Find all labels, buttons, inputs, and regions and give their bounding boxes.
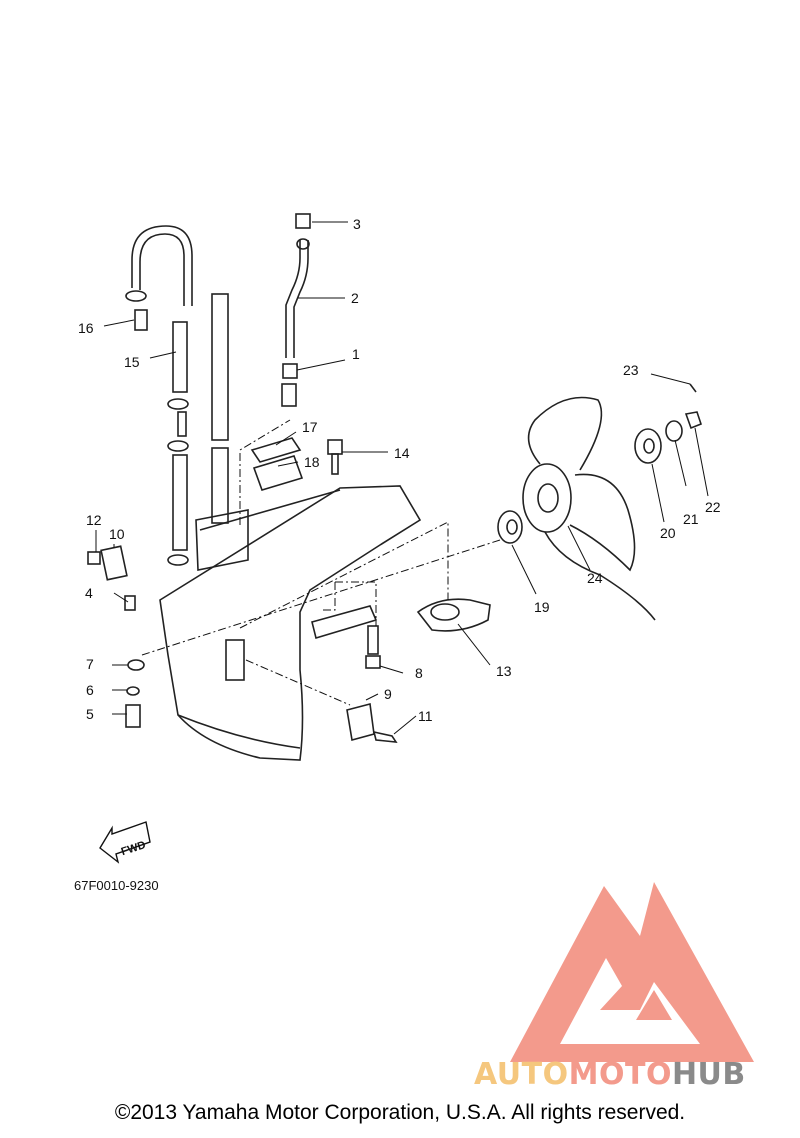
callout-22: 22 <box>705 499 721 515</box>
cover-9 <box>346 702 375 742</box>
clamp <box>167 554 189 566</box>
callout-17: 17 <box>302 419 318 435</box>
drive-shaft-lower <box>211 447 229 524</box>
spacer-20 <box>634 428 662 464</box>
callout-23: 23 <box>623 362 639 378</box>
callout-1: 1 <box>352 346 360 362</box>
callout-18: 18 <box>304 454 320 470</box>
alignment-lines <box>141 419 501 706</box>
watermark-moto: MOTO <box>568 1057 672 1092</box>
housing-top-edge <box>199 489 341 531</box>
part-17 <box>250 437 302 463</box>
bolt-8-head <box>365 655 381 669</box>
grommet-1 <box>282 363 298 379</box>
screw-11 <box>372 730 398 743</box>
part-18 <box>252 455 304 491</box>
callout-9: 9 <box>384 686 392 702</box>
propeller-blade <box>569 473 636 572</box>
watermark-hub: HUB <box>671 1057 746 1092</box>
callout-10: 10 <box>109 526 125 542</box>
rubber-seal <box>281 383 297 407</box>
fwd-arrow-icon: FWD <box>99 821 151 864</box>
callout-3: 3 <box>353 216 361 232</box>
propeller-bore <box>537 483 559 513</box>
housing-mount <box>195 509 249 571</box>
nut-22 <box>684 411 702 430</box>
propeller-blade <box>544 531 656 621</box>
callout-15: 15 <box>124 354 140 370</box>
clamp <box>125 290 147 302</box>
callout-14: 14 <box>394 445 410 461</box>
copyright-notice: ©2013 Yamaha Motor Corporation, U.S.A. A… <box>114 1101 686 1124</box>
pipe-2 <box>285 240 301 358</box>
callout-11: 11 <box>418 708 433 724</box>
washer-7 <box>127 659 145 671</box>
thrust-washer-19 <box>497 510 523 544</box>
water-tube-bend-outer <box>131 225 193 306</box>
spacer-hole <box>643 438 655 454</box>
automotohub-logo-icon <box>510 882 754 1062</box>
part-10 <box>100 545 128 581</box>
callout-labels: 1 2 3 4 5 6 7 8 9 10 11 12 13 14 15 16 1… <box>78 216 721 724</box>
spring <box>177 411 187 437</box>
watermark-text: AUTOMOTOHUB <box>474 1057 746 1092</box>
callout-2: 2 <box>351 290 359 306</box>
washer-21 <box>665 420 683 442</box>
pipe-2-side <box>293 240 309 358</box>
skeg <box>177 714 301 749</box>
water-tube-bend <box>139 233 185 306</box>
grommet-16 <box>134 309 148 331</box>
clamp <box>167 440 189 452</box>
water-inlet <box>225 639 245 681</box>
washer-hole <box>506 519 518 535</box>
callout-12: 12 <box>86 512 102 528</box>
callout-6: 6 <box>86 682 94 698</box>
water-tube-lower <box>172 454 188 551</box>
anode-13 <box>416 598 491 632</box>
drive-shaft <box>211 293 229 441</box>
watermark-auto: AUTO <box>474 1057 569 1092</box>
callout-5: 5 <box>86 706 94 722</box>
propeller-blade <box>527 396 603 471</box>
bolt-14-head <box>327 439 343 455</box>
callout-21: 21 <box>683 511 699 527</box>
callout-20: 20 <box>660 525 676 541</box>
clamp <box>167 398 189 410</box>
water-tube-15 <box>172 321 188 393</box>
bolt-14-shank <box>331 453 339 475</box>
callout-24: 24 <box>587 570 603 586</box>
propeller-shaft <box>311 605 378 640</box>
callout-7: 7 <box>86 656 94 672</box>
washer-6 <box>126 686 140 696</box>
bolt-8-shank <box>367 625 379 655</box>
callout-16: 16 <box>78 320 94 336</box>
part-code: 67F0010-9230 <box>74 878 159 893</box>
pipe-tip <box>296 238 310 250</box>
callout-4: 4 <box>85 585 93 601</box>
bolt-5 <box>125 704 141 728</box>
dowel-pin-4 <box>124 595 136 611</box>
propeller-hub <box>522 463 572 533</box>
callout-13: 13 <box>496 663 512 679</box>
callout-8: 8 <box>415 665 423 681</box>
cotter-pin-23 <box>689 383 697 393</box>
anode-hole <box>430 603 460 621</box>
lower-unit-housing <box>159 485 422 761</box>
nut-12 <box>87 551 101 565</box>
callout-19: 19 <box>534 599 550 615</box>
leader-lines <box>95 221 709 735</box>
grommet-3 <box>295 213 311 229</box>
